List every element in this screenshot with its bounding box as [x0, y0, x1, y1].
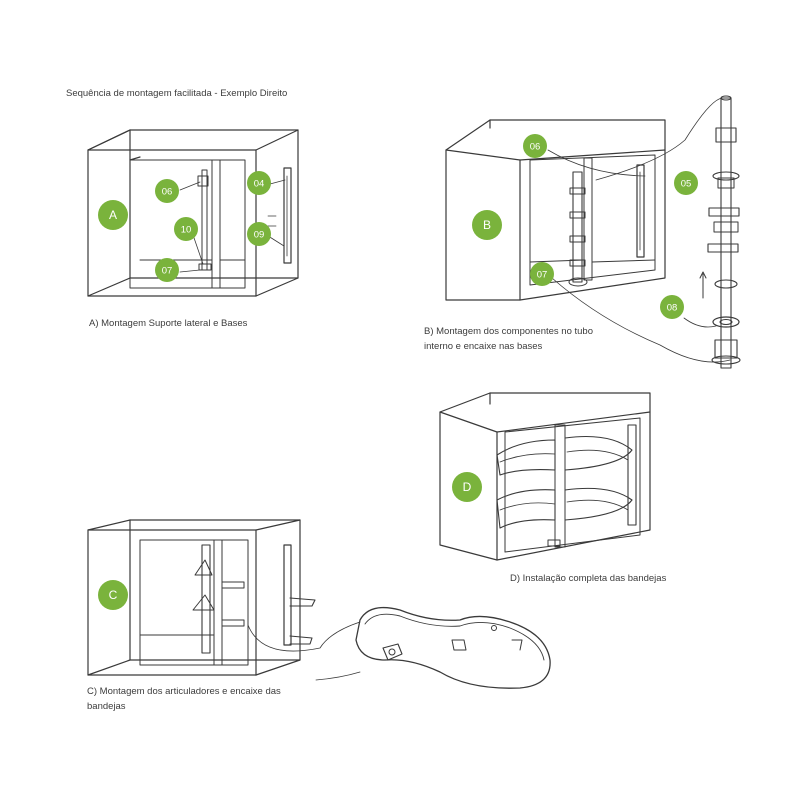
badge-c-label: C [109, 588, 118, 602]
part-b-08 [660, 295, 684, 319]
caption-a: A) Montagem Suporte lateral e Bases [89, 318, 248, 329]
badge-c [98, 580, 128, 610]
caption-d: D) Instalação completa das bandejas [510, 573, 667, 584]
part-a-04 [247, 171, 271, 195]
part-a-07 [155, 258, 179, 282]
badge-d [452, 472, 482, 502]
part-a-04-label: 04 [254, 179, 265, 190]
part-b-06-label: 06 [530, 142, 541, 153]
badge-a [98, 200, 128, 230]
part-a-06 [155, 179, 179, 203]
caption-c: C) Montagem dos articuladores e encaixe … [87, 686, 281, 712]
part-b-05-label: 05 [681, 179, 692, 190]
part-b-06 [523, 134, 547, 158]
part-a-07-label: 07 [162, 266, 173, 277]
cabinet-d [439, 392, 651, 561]
part-a-09-label: 09 [254, 230, 265, 241]
cabinet-a [87, 129, 299, 297]
caption-b: B) Montagem dos componentes no tubo inte… [424, 326, 593, 352]
badge-d-label: D [463, 480, 472, 494]
part-a-10-label: 10 [181, 225, 192, 236]
part-b-05 [674, 171, 698, 195]
cabinet-b [445, 119, 731, 363]
part-a-06-label: 06 [162, 187, 173, 198]
part-b-08-label: 08 [667, 303, 678, 314]
badge-b [472, 210, 502, 240]
diagram-title: Sequência de montagem facilitada - Exemp… [66, 88, 288, 99]
part-b-07-label: 07 [537, 270, 548, 281]
part-a-10 [174, 217, 198, 241]
part-a-09 [247, 222, 271, 246]
exploded-tube [595, 95, 741, 369]
cabinet-c [87, 519, 361, 681]
tray [355, 606, 551, 689]
part-b-07 [530, 262, 554, 286]
badge-b-label: B [483, 218, 491, 232]
badge-a-label: A [109, 208, 117, 222]
